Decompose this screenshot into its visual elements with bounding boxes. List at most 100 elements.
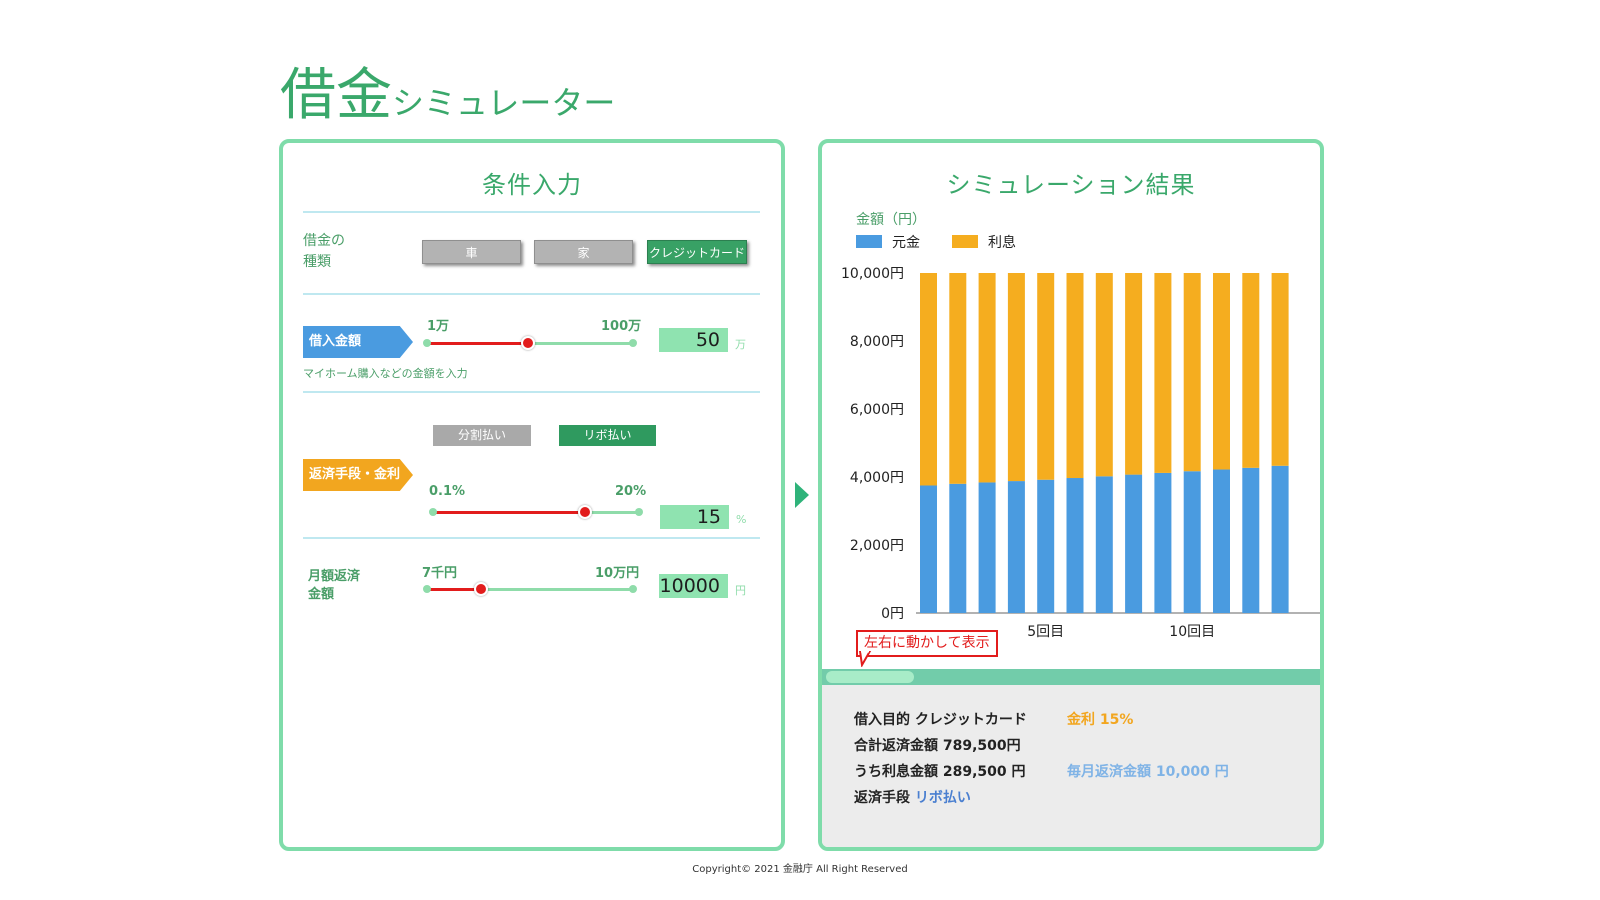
bar-principal <box>1066 478 1084 613</box>
summary-monthly: 毎月返済金額 10,000 円 <box>1067 764 1229 780</box>
summary-method-label: 返済手段 <box>854 790 910 806</box>
bar-interest <box>1213 273 1230 470</box>
chart-scrollbar[interactable] <box>822 669 1320 685</box>
y-tick-label: 10,000円 <box>841 266 904 282</box>
y-tick-label: 8,000円 <box>850 334 904 350</box>
app-title: 借金シミュレーター <box>280 50 615 131</box>
revolving-button[interactable]: リボ払い <box>559 425 656 446</box>
bar-principal <box>1271 465 1289 613</box>
summary-total-label: 合計返済金額 <box>854 738 938 754</box>
interest-rate-value[interactable]: 15 <box>660 505 729 529</box>
bar-principal <box>1183 471 1201 613</box>
bar-interest <box>1007 273 1025 482</box>
bar-interest <box>949 273 967 484</box>
slider-knob[interactable] <box>520 336 535 350</box>
divider <box>303 537 760 539</box>
interest-rate-slider[interactable] <box>429 505 643 519</box>
bar-principal <box>1125 474 1143 613</box>
summary-interest-value: 289,500 円 <box>942 764 1026 780</box>
legend-label-1: 利息 <box>988 234 1016 251</box>
bar-interest <box>1242 273 1260 468</box>
x-tick-label: 10回目 <box>1169 624 1215 640</box>
bar-principal <box>1037 479 1055 613</box>
app-title-main: 借金 <box>280 63 392 128</box>
monthly-min-label: 7千円 <box>422 566 458 581</box>
summary-rate: 金利 15% <box>1067 712 1134 728</box>
loan-amount-slider[interactable] <box>423 336 637 350</box>
bar-principal <box>978 482 996 613</box>
summary-purpose-value: クレジットカード <box>914 712 1027 728</box>
slider-min-dot <box>423 585 431 593</box>
slider-min-dot <box>423 339 431 347</box>
monthly-payment-unit: 円 <box>735 584 746 597</box>
slider-max-dot <box>635 508 643 516</box>
type-credit-card-button[interactable]: クレジットカード <box>647 240 747 264</box>
loan-amount-unit: 万 <box>735 338 746 351</box>
y-tick-label: 0円 <box>881 606 904 622</box>
result-title: シミュレーション結果 <box>946 171 1196 199</box>
y-tick-label: 6,000円 <box>850 402 904 418</box>
repayment-rate-tag: 返済手段・金利 <box>303 459 413 491</box>
legend-label-0: 元金 <box>892 235 920 251</box>
monthly-payment-value[interactable]: 10000 <box>659 574 728 598</box>
bar-principal <box>949 483 967 613</box>
slider-min-dot <box>429 508 437 516</box>
slider-knob[interactable] <box>578 505 593 519</box>
summary-method: 返済手段 リボ払い <box>854 787 971 807</box>
installment-button[interactable]: 分割払い <box>433 425 531 446</box>
bar-principal <box>1213 469 1230 613</box>
app-title-sub: シミュレーター <box>392 84 616 122</box>
loan-amount-note: マイホーム購入などの金額を入力 <box>303 367 468 380</box>
amount-max-label: 100万 <box>601 319 642 334</box>
result-chart[interactable]: 金額（円）元金利息0円2,000円4,000円6,000円8,000円10,00… <box>822 143 1320 669</box>
slider-fill <box>433 511 586 514</box>
slider-max-dot <box>629 585 637 593</box>
drag-hint-bubble: 左右に動かして表示 <box>856 630 998 657</box>
loan-amount-value[interactable]: 50 <box>659 328 728 352</box>
type-house-button[interactable]: 家 <box>534 240 633 264</box>
bar-principal <box>1242 467 1260 613</box>
result-summary: 借入目的 クレジットカード 金利 15% 合計返済金額 789,500円 うち利… <box>822 685 1320 847</box>
bar-principal <box>1007 481 1025 613</box>
amount-min-label: 1万 <box>427 319 450 334</box>
bar-interest <box>1183 273 1201 472</box>
bar-interest <box>1271 273 1289 466</box>
bar-interest <box>1095 273 1113 477</box>
bar-principal <box>920 485 937 613</box>
summary-method-value: リボ払い <box>914 790 971 806</box>
monthly-payment-slider[interactable] <box>423 582 637 596</box>
bar-principal <box>1095 476 1113 613</box>
loan-amount-tag: 借入金額 <box>303 326 413 358</box>
rate-min-label: 0.1% <box>429 484 466 499</box>
interest-rate-unit: % <box>736 513 747 526</box>
legend-swatch-1 <box>952 235 978 248</box>
conditions-title: 条件入力 <box>482 171 582 199</box>
bar-interest <box>1037 273 1055 480</box>
slider-fill <box>427 588 481 591</box>
slider-track <box>427 588 633 591</box>
conditions-panel: 条件入力 借金の 種類 車 家 クレジットカード 借入金額 1万 100万 50… <box>279 139 785 851</box>
bubble-tail-icon <box>858 651 872 667</box>
type-car-button[interactable]: 車 <box>422 240 521 264</box>
monthly-max-label: 10万円 <box>595 566 640 581</box>
bar-interest <box>1125 273 1143 475</box>
slider-knob[interactable] <box>473 582 488 596</box>
bar-principal <box>1154 472 1172 613</box>
x-tick-label: 5回目 <box>1027 624 1064 640</box>
bar-interest <box>1066 273 1084 479</box>
summary-purpose-label: 借入目的 <box>854 712 910 728</box>
loan-type-label: 借金の 種類 <box>303 233 345 270</box>
slider-fill <box>427 342 528 345</box>
arrow-right-icon <box>795 482 809 508</box>
copyright: Copyright© 2021 金融庁 All Right Reserved <box>692 864 908 875</box>
summary-interest-label: うち利息金額 <box>854 764 938 780</box>
summary-purpose: 借入目的 クレジットカード <box>854 709 1027 729</box>
monthly-payment-label: 月額返済 金額 <box>308 569 361 602</box>
legend-swatch-0 <box>856 235 882 248</box>
bar-interest <box>978 273 996 483</box>
slider-max-dot <box>629 339 637 347</box>
rate-max-label: 20% <box>615 484 647 499</box>
bar-interest <box>920 273 937 486</box>
y-tick-label: 4,000円 <box>850 470 904 486</box>
chart-scrollbar-thumb[interactable] <box>826 671 914 683</box>
